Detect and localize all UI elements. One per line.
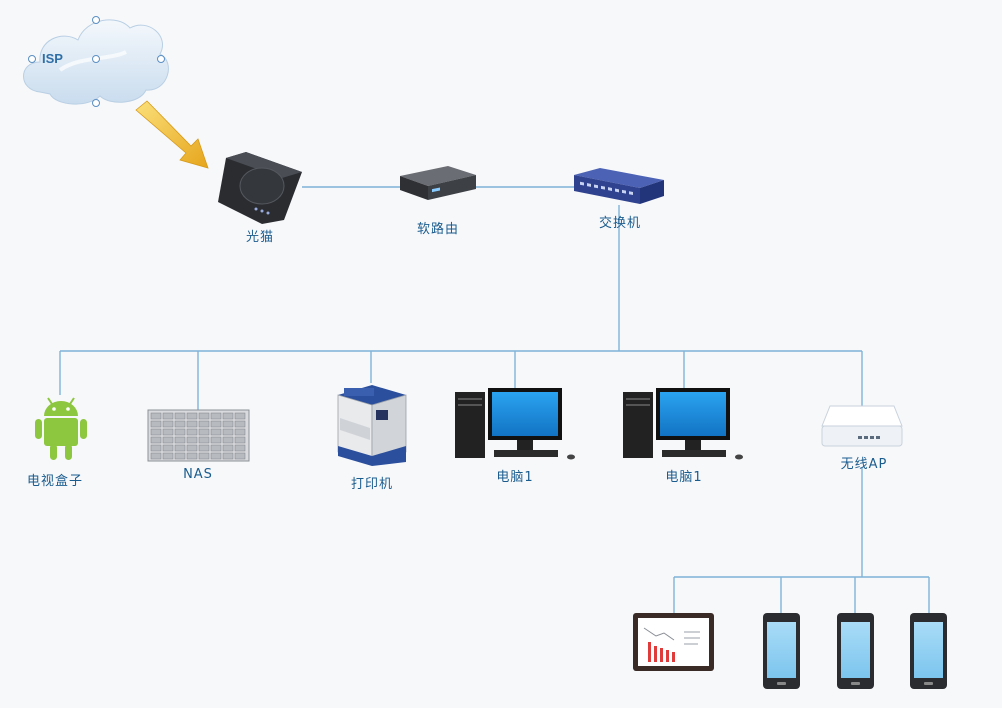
nas-drive-bay xyxy=(186,420,198,428)
isp-label: ISP xyxy=(42,51,63,66)
nas-drive-bay xyxy=(174,412,186,420)
nas-drive-bay xyxy=(234,436,246,444)
nas-drive-bay xyxy=(198,428,210,436)
nas-drive-bay xyxy=(162,436,174,444)
nas-drive-bay xyxy=(174,444,186,452)
nas-drive-bay xyxy=(210,452,222,460)
router-icon xyxy=(400,166,476,200)
nas-drive-bay xyxy=(198,452,210,460)
pc2-label: 电脑1 xyxy=(665,470,703,485)
nas-drive-bay xyxy=(150,412,162,420)
nas-drive-bay xyxy=(186,428,198,436)
nas-drive-bay xyxy=(210,444,222,452)
tablet-chart-icon xyxy=(633,613,714,671)
nas-drive-bay xyxy=(234,452,246,460)
nas-drive-bay xyxy=(186,436,198,444)
nas-drive-bay xyxy=(210,412,222,420)
nas-drive-bay xyxy=(222,412,234,420)
router-label: 软路由 xyxy=(416,222,460,237)
nas-drive-bay xyxy=(186,412,198,420)
nas-drive-bay xyxy=(186,444,198,452)
nas-drive-bay xyxy=(222,420,234,428)
nas-drive-bay xyxy=(150,436,162,444)
nas-drive-bay xyxy=(198,420,210,428)
nas-label: NAS xyxy=(183,467,213,482)
nas-drive-bay xyxy=(198,444,210,452)
nas-drive-bay xyxy=(150,444,162,452)
nas-drive-bay xyxy=(174,452,186,460)
nas-drive-bay xyxy=(210,428,222,436)
nas-drive-bay xyxy=(162,452,174,460)
nas-drive-bay xyxy=(174,436,186,444)
ap-label: 无线AP xyxy=(840,457,888,472)
nas-drive-bay xyxy=(234,420,246,428)
nas-drive-bay xyxy=(222,436,234,444)
nas-drive-bay xyxy=(234,412,246,420)
modem-icon xyxy=(218,152,302,224)
connection-lines xyxy=(59,186,930,613)
nas-drive-bay xyxy=(222,452,234,460)
nas-drive-bay xyxy=(234,444,246,452)
tvbox-label: 电视盒子 xyxy=(26,474,84,489)
printer-icon xyxy=(337,385,407,466)
nas-drive-bay xyxy=(150,452,162,460)
android-icon xyxy=(35,397,87,460)
pc1-label: 电脑1 xyxy=(496,470,534,485)
nas-drive-bay xyxy=(162,420,174,428)
nas-drive-bay xyxy=(174,420,186,428)
nas-drive-bay xyxy=(198,412,210,420)
nas-drive-bay xyxy=(162,412,174,420)
nas-drive-bay xyxy=(162,444,174,452)
modem-label: 光猫 xyxy=(245,230,275,245)
isp-cloud-icon xyxy=(23,16,169,107)
smartphone-icon xyxy=(910,613,947,689)
nas-drive-bay xyxy=(198,436,210,444)
switch-label: 交换机 xyxy=(598,216,642,231)
nas-drive-bay xyxy=(162,428,174,436)
smartphone-icon xyxy=(763,613,800,689)
nas-drive-bay xyxy=(210,420,222,428)
cloud-handles xyxy=(28,16,165,107)
nas-drive-bay xyxy=(210,436,222,444)
nas-drive-bay xyxy=(150,428,162,436)
nas-drive-bay xyxy=(222,444,234,452)
smartphone-icon xyxy=(837,613,874,689)
nas-drive-bay xyxy=(150,420,162,428)
nas-drive-bay xyxy=(186,452,198,460)
nas-drive-bay xyxy=(222,428,234,436)
wireless-ap-icon xyxy=(821,405,903,447)
nas-drive-bay xyxy=(234,428,246,436)
desktop-computer-icon xyxy=(623,388,743,460)
switch-icon xyxy=(574,168,664,204)
nas-drive-bay xyxy=(174,428,186,436)
desktop-computer-icon xyxy=(455,388,575,460)
printer-label: 打印机 xyxy=(350,477,394,492)
nas-rack-icon xyxy=(147,409,250,462)
uplink-arrow-icon xyxy=(135,100,209,169)
